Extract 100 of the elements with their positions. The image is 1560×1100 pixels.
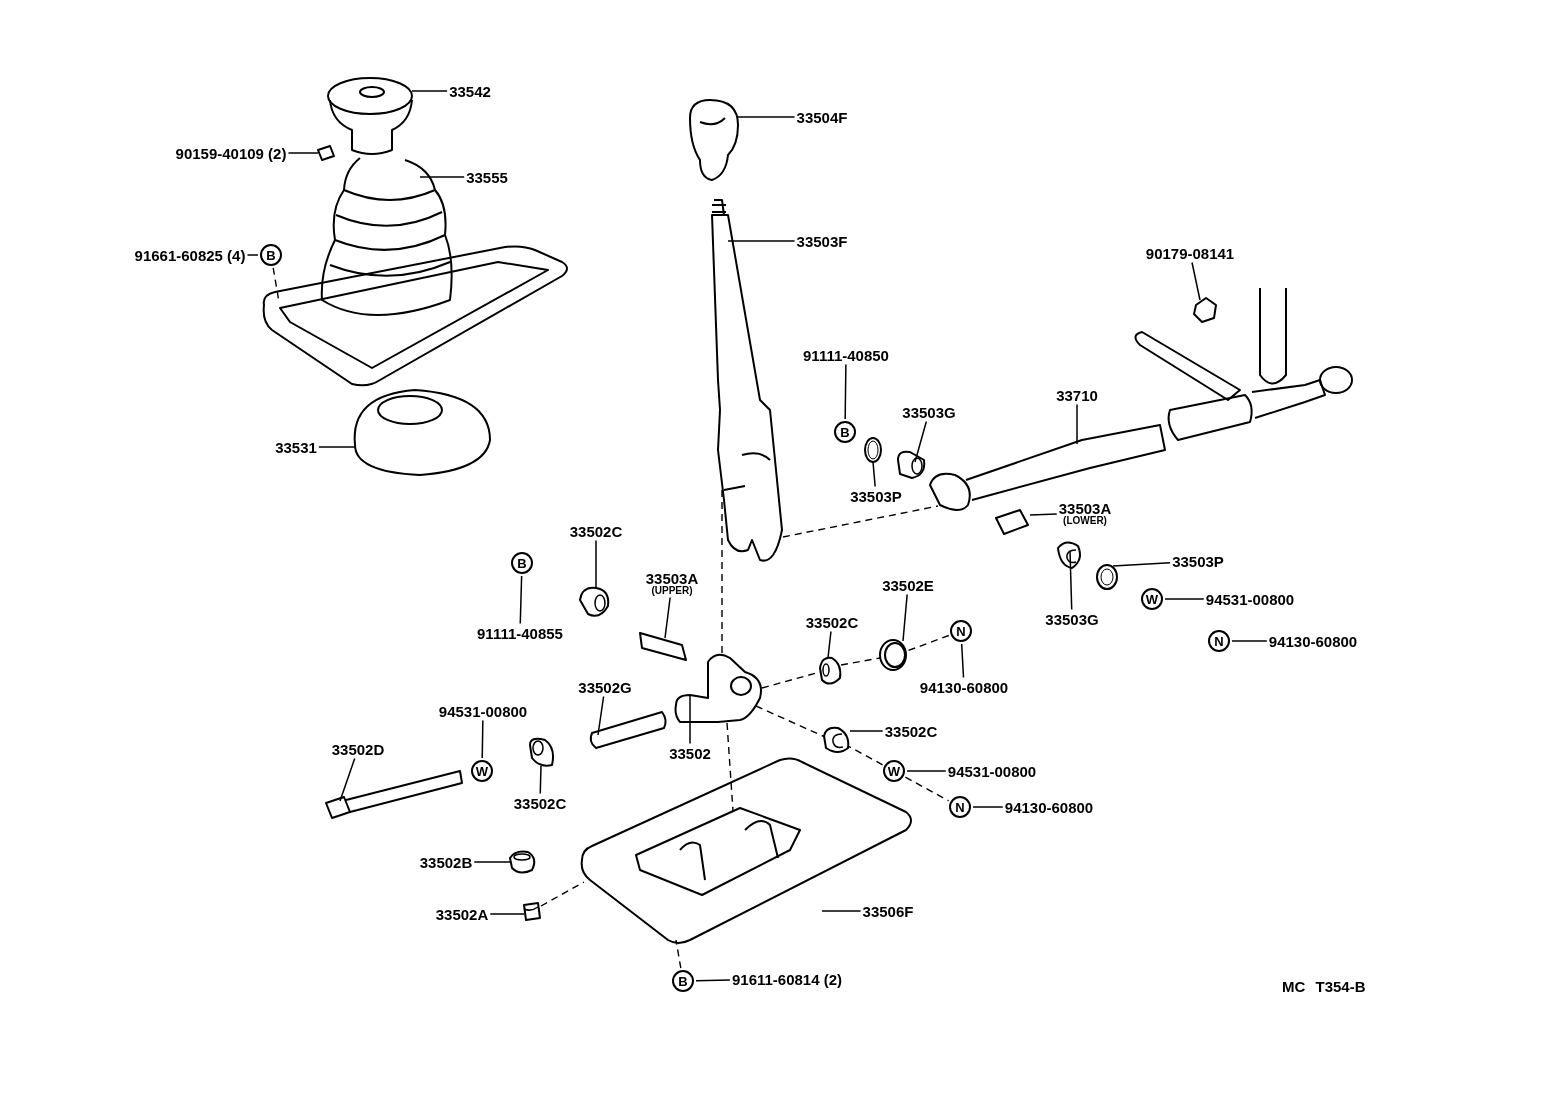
part-number-label: 94531-00800 bbox=[438, 703, 528, 719]
part-number-label: 33542 bbox=[449, 83, 491, 99]
circled-letter-symbol: N bbox=[1208, 630, 1230, 652]
part-number-label: 91111-40850 bbox=[803, 347, 889, 363]
leader-line bbox=[827, 630, 832, 659]
part-number-label: 33502C bbox=[805, 614, 859, 630]
o-ring-drawing bbox=[1096, 564, 1118, 590]
leader-line bbox=[847, 745, 884, 766]
part-number-label: 33502C bbox=[569, 523, 623, 539]
part-number-label: 33506F bbox=[862, 903, 914, 919]
leader-line bbox=[473, 861, 511, 863]
part-number-label: 91611-60814 (2) bbox=[731, 971, 843, 987]
part-number-label: 94531-00800 bbox=[1205, 591, 1295, 607]
leader-line bbox=[821, 910, 862, 912]
circled-letter-symbol: B bbox=[672, 970, 694, 992]
alignment-line bbox=[755, 705, 826, 738]
leader-line bbox=[1069, 550, 1073, 611]
part-number-label: 33531 bbox=[275, 439, 317, 455]
circled-letter-symbol: N bbox=[950, 620, 972, 642]
part-number-label: 33502E bbox=[882, 577, 934, 593]
bushing-drawing bbox=[1057, 541, 1081, 569]
leader-line bbox=[675, 939, 682, 969]
leader-line bbox=[597, 695, 605, 736]
dust-cover-drawing bbox=[353, 389, 491, 476]
leader-line bbox=[595, 539, 597, 589]
o-ring-drawing bbox=[864, 437, 882, 463]
circled-letter-symbol: B bbox=[834, 421, 856, 443]
leader-line bbox=[960, 643, 965, 679]
pin-drawing bbox=[995, 509, 1029, 535]
leader-line bbox=[914, 420, 928, 463]
leader-line bbox=[1191, 261, 1201, 301]
circled-letter-symbol: W bbox=[883, 760, 905, 782]
part-number-label: 94130-60800 bbox=[919, 679, 1009, 695]
part-number-label: 33503A (UPPER) bbox=[645, 570, 699, 596]
leader-line bbox=[664, 596, 671, 639]
bushing-drawing bbox=[823, 726, 850, 753]
leader-line bbox=[519, 575, 523, 625]
leader-line bbox=[872, 461, 876, 488]
part-number-label: 33502B bbox=[419, 854, 473, 870]
shift-lever-drawing bbox=[711, 199, 783, 562]
part-number-label: 33710 bbox=[1056, 387, 1098, 403]
shift-boot-cap-drawing bbox=[327, 77, 413, 155]
part-number-label: 33555 bbox=[466, 169, 508, 185]
bushing-drawing bbox=[529, 737, 555, 767]
leader-line bbox=[481, 719, 484, 759]
circled-letter-symbol: B bbox=[511, 552, 533, 574]
alignment-line bbox=[721, 489, 723, 654]
part-number-label: 33504F bbox=[796, 109, 848, 125]
nut-drawing bbox=[1193, 297, 1217, 323]
leader-line bbox=[727, 240, 796, 242]
part-number-label: 94130-60800 bbox=[1268, 633, 1358, 649]
part-number-label: 90159-40109 (2) bbox=[175, 145, 287, 161]
circled-letter-symbol: W bbox=[471, 760, 493, 782]
circled-letter-symbol: W bbox=[1141, 588, 1163, 610]
part-number-label: 33503P bbox=[1172, 553, 1224, 569]
bolt-drawing bbox=[325, 770, 463, 819]
leader-line bbox=[906, 770, 947, 772]
leader-line bbox=[411, 90, 448, 92]
leader-line bbox=[844, 363, 847, 420]
alignment-line bbox=[840, 657, 881, 666]
leader-line bbox=[1029, 513, 1058, 516]
collar-drawing bbox=[523, 902, 541, 921]
leader-line bbox=[1231, 640, 1268, 642]
leader-line bbox=[736, 116, 796, 118]
lever-retainer-drawing bbox=[580, 757, 912, 944]
part-number-label: 91111-40855 bbox=[477, 625, 563, 641]
part-number-label: 94130-60800 bbox=[1004, 799, 1094, 815]
part-number-label: 94531-00800 bbox=[947, 763, 1037, 779]
bushing-drawing bbox=[579, 586, 610, 617]
part-number-label: 90179-08141 bbox=[1145, 245, 1235, 261]
bushing-drawing bbox=[897, 450, 926, 479]
alignment-line bbox=[540, 881, 585, 907]
shift-knob-drawing bbox=[689, 99, 739, 181]
leader-line bbox=[972, 806, 1004, 808]
leader-line bbox=[539, 765, 542, 795]
part-number-label: 33502C bbox=[513, 795, 567, 811]
leader-line bbox=[318, 446, 356, 448]
lever-bracket-drawing bbox=[674, 653, 762, 723]
pin-drawing bbox=[639, 632, 687, 661]
part-number-label: 33503F bbox=[796, 233, 848, 249]
spring-drawing bbox=[879, 639, 907, 671]
leader-line bbox=[419, 176, 465, 178]
leader-line bbox=[906, 634, 950, 652]
leader-line bbox=[1076, 403, 1078, 445]
leader-line bbox=[489, 913, 525, 915]
leader-line bbox=[904, 776, 950, 802]
part-number-label: 33503G bbox=[902, 404, 956, 420]
pin-drawing bbox=[589, 711, 667, 749]
leader-line bbox=[849, 730, 884, 732]
screw-drawing bbox=[317, 145, 335, 161]
part-number-label: 33503A (LOWER) bbox=[1058, 500, 1112, 526]
bushing-drawing bbox=[819, 656, 842, 685]
part-number-label: 33502G bbox=[578, 679, 632, 695]
leader-line bbox=[689, 695, 691, 745]
circled-letter-symbol: B bbox=[260, 244, 282, 266]
part-number-label: 33503G bbox=[1045, 611, 1099, 627]
leader-line bbox=[339, 757, 356, 802]
circled-letter-symbol: N bbox=[949, 796, 971, 818]
part-number-label: 91661-60825 (4) bbox=[134, 247, 246, 263]
alignment-line bbox=[726, 722, 734, 812]
